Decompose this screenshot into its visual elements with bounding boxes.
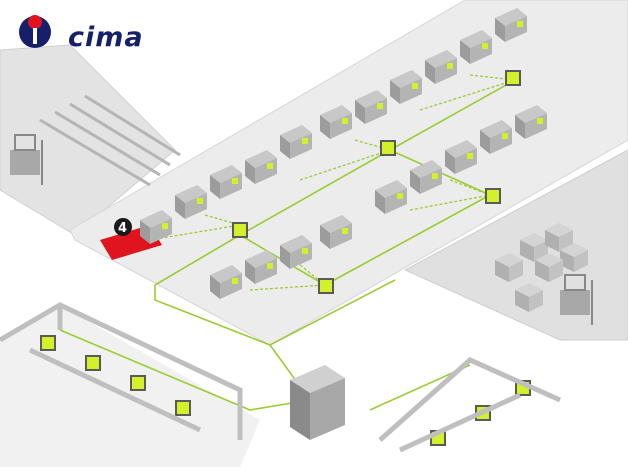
machine bbox=[210, 165, 242, 199]
machine bbox=[140, 210, 172, 244]
machine bbox=[375, 180, 407, 214]
machine bbox=[280, 125, 312, 159]
monitor-icon bbox=[485, 188, 501, 204]
cargo-box bbox=[560, 243, 588, 272]
cargo-box bbox=[515, 283, 543, 312]
office-partition bbox=[378, 357, 562, 442]
machine bbox=[245, 150, 277, 184]
office-partition bbox=[398, 392, 522, 453]
monitor-icon bbox=[40, 335, 56, 351]
cima-logo-icon bbox=[19, 15, 51, 48]
server-rack-icon bbox=[290, 365, 345, 440]
machine bbox=[320, 215, 352, 249]
machine bbox=[355, 90, 387, 124]
office-partition bbox=[0, 302, 243, 440]
machine bbox=[175, 185, 207, 219]
monitor-icon bbox=[175, 400, 191, 416]
machine bbox=[425, 50, 457, 84]
network-dashed-links bbox=[149, 74, 516, 291]
storage-racks bbox=[39, 94, 181, 187]
step-number: 4 bbox=[118, 221, 128, 236]
office-partition bbox=[28, 347, 202, 433]
machine bbox=[320, 105, 352, 139]
monitor-icon bbox=[505, 70, 521, 86]
machine bbox=[495, 8, 527, 42]
monitor-icon bbox=[232, 222, 248, 238]
machine bbox=[515, 105, 547, 139]
cargo-box bbox=[495, 253, 523, 282]
logo-wordmark: cima bbox=[68, 22, 144, 53]
machine bbox=[410, 160, 442, 194]
monitor-icon bbox=[318, 278, 334, 294]
forklift-icon bbox=[560, 274, 593, 325]
monitor-icon bbox=[380, 140, 396, 156]
cargo-box bbox=[535, 253, 563, 282]
monitor-icon bbox=[85, 355, 101, 371]
machine bbox=[390, 70, 422, 104]
forklift-icon bbox=[10, 134, 43, 185]
machine bbox=[245, 250, 277, 284]
warehouse-floor bbox=[0, 44, 176, 236]
machine bbox=[210, 265, 242, 299]
machine bbox=[460, 30, 492, 64]
monitor-icon bbox=[130, 375, 146, 391]
machine bbox=[445, 140, 477, 174]
machine bbox=[280, 235, 312, 269]
machine bbox=[480, 120, 512, 154]
